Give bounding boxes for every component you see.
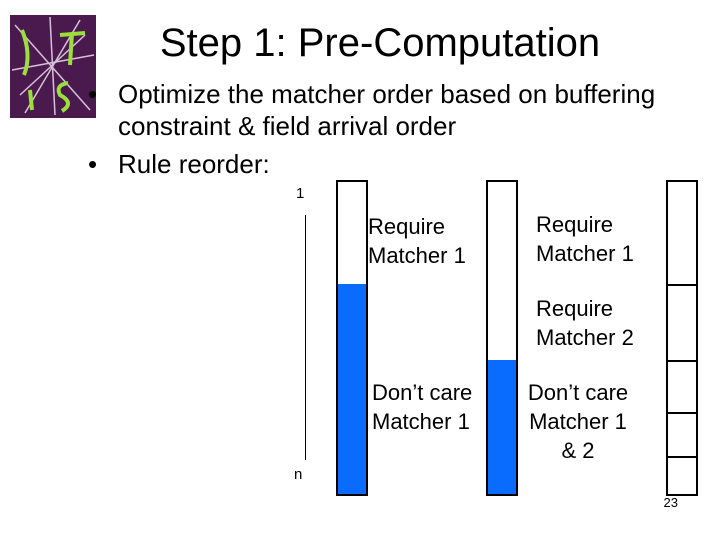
col2-require1-label: Require Matcher 1 xyxy=(536,210,634,268)
segment-divider xyxy=(668,284,696,286)
buffer-column-1 xyxy=(336,180,368,496)
label-line: Don’t care xyxy=(527,380,629,405)
bullet-text: Rule reorder: xyxy=(118,149,270,179)
col1-require-label: Require Matcher 1 xyxy=(368,212,466,270)
label-line: Require xyxy=(368,214,446,239)
bullet-item: • Rule reorder: xyxy=(88,148,708,180)
index-start-label: 1 xyxy=(296,185,305,202)
label-line: & 2 xyxy=(561,438,595,463)
label-line: Matcher 1 xyxy=(368,243,466,268)
label-line: Matcher 1 xyxy=(529,409,627,434)
bullet-item: • Optimize the matcher order based on bu… xyxy=(88,78,708,142)
buffer-fill xyxy=(488,360,516,494)
label-line: Matcher 2 xyxy=(536,325,634,350)
bullet-dot: • xyxy=(88,79,98,109)
slide-title: Step 1: Pre-Computation xyxy=(159,21,601,65)
label-line: Matcher 1 xyxy=(372,409,470,434)
segment-divider xyxy=(668,360,696,362)
label-line: Don’t care xyxy=(372,380,473,405)
buffer-fill xyxy=(338,284,366,494)
bullet-dot: • xyxy=(88,149,98,179)
buffer-column-3 xyxy=(666,180,698,496)
logo xyxy=(10,15,96,118)
bullet-list: • Optimize the matcher order based on bu… xyxy=(88,78,708,186)
buffer-column-2 xyxy=(486,180,518,496)
col1-dontcare-label: Don’t care Matcher 1 xyxy=(372,378,472,436)
bullet-text: Optimize the matcher order based on buff… xyxy=(118,79,656,141)
segment-divider xyxy=(668,456,696,458)
page-number: 23 xyxy=(663,495,678,510)
label-line: Matcher 1 xyxy=(536,241,634,266)
col2-require2-label: Require Matcher 2 xyxy=(536,294,634,352)
label-line: Require xyxy=(536,212,614,237)
label-line: Require xyxy=(536,296,614,321)
col2-dontcare-label: Don’t care Matcher 1 & 2 xyxy=(522,378,634,465)
logo-graphic xyxy=(11,16,95,116)
segment-divider xyxy=(668,412,696,414)
index-end-label: n xyxy=(294,466,303,483)
index-line xyxy=(305,215,306,460)
